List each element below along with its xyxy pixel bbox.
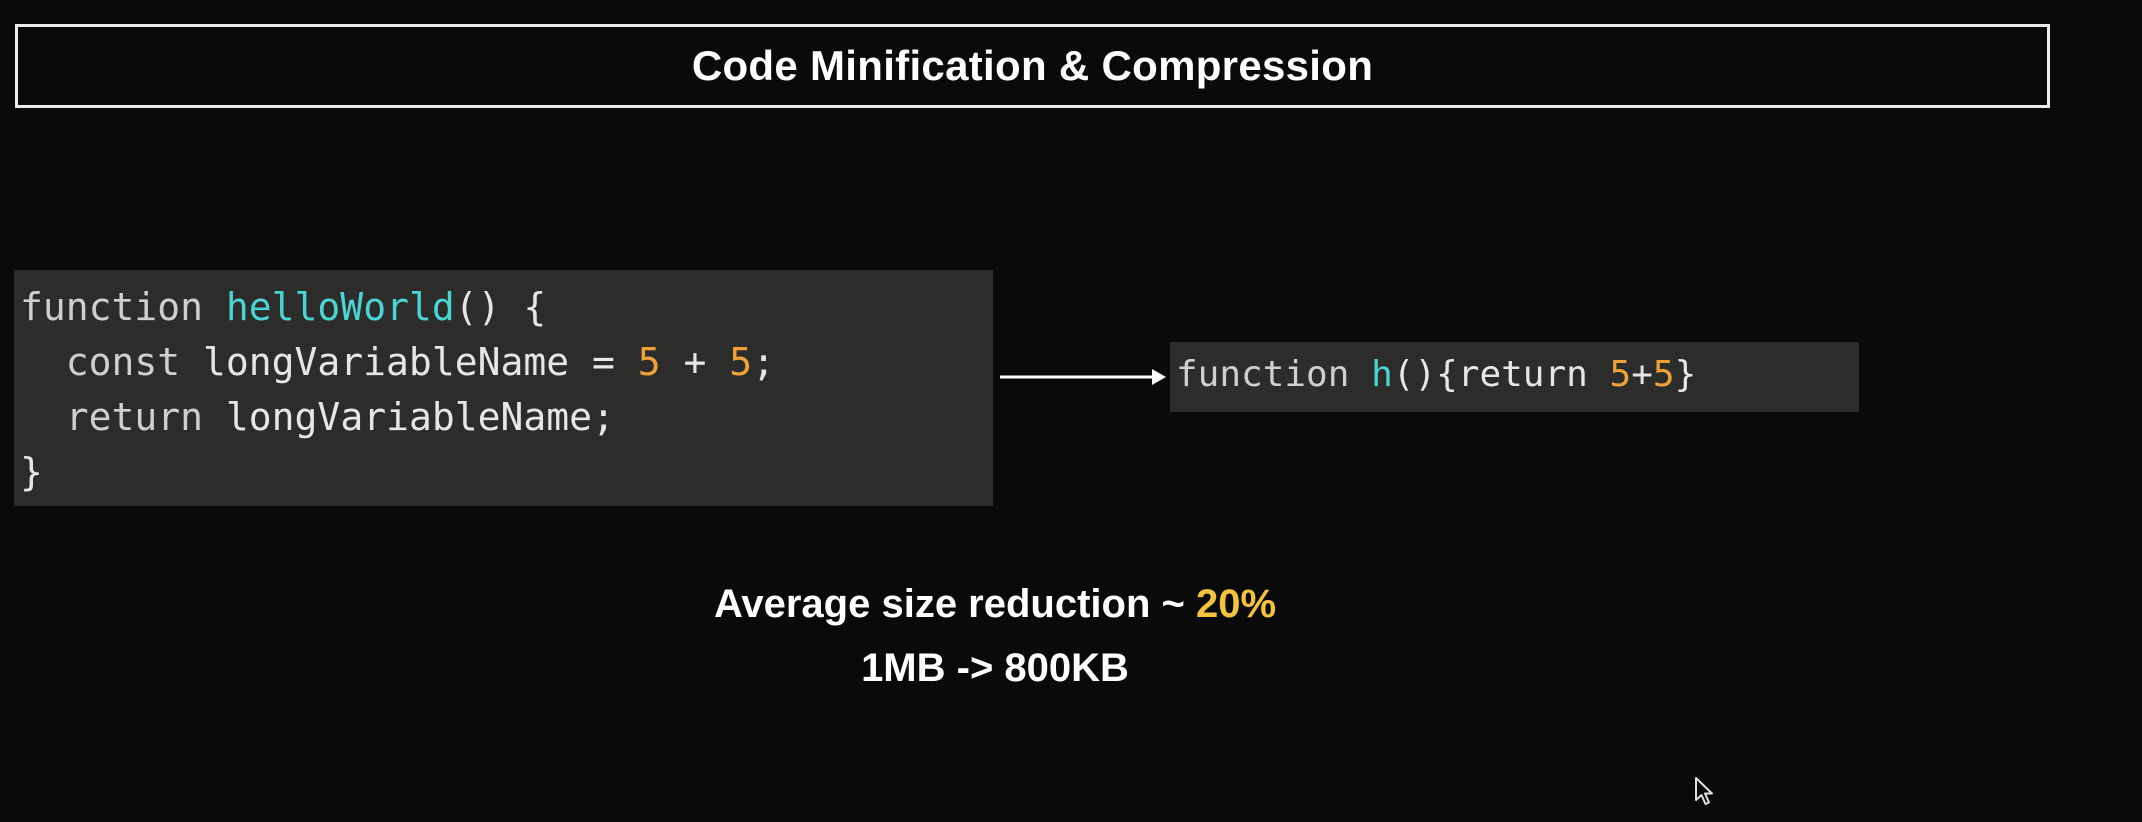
stats-block: Average size reduction ~ 20% 1MB -> 800K… [560, 572, 1430, 700]
right-arrow-icon [1000, 369, 1166, 385]
code-indent [20, 340, 66, 384]
code-function-name: h [1371, 354, 1393, 395]
code-text: } [1674, 354, 1697, 395]
code-operator: + [660, 340, 730, 384]
reduction-value: 20% [1195, 582, 1277, 626]
code-number: 5 [637, 340, 661, 384]
reduction-stat: Average size reduction ~ 20% [560, 572, 1430, 636]
code-function-name: helloWorld [225, 285, 455, 329]
code-text: longVariableName = [180, 340, 638, 384]
code-number: 5 [1609, 354, 1632, 395]
code-number: 5 [729, 340, 753, 384]
code-line-4: } [20, 445, 993, 500]
code-text: (){return [1392, 354, 1610, 395]
code-text: () { [454, 285, 547, 329]
reduction-label: Average size reduction ~ [713, 582, 1196, 626]
mouse-cursor-icon [1695, 777, 1713, 805]
code-line-1: function helloWorld() { [20, 280, 993, 335]
original-code-block: function helloWorld() { const longVariab… [14, 270, 993, 506]
code-operator: + [1631, 354, 1653, 395]
size-change-stat: 1MB -> 800KB [861, 646, 1129, 690]
title-banner: Code Minification & Compression [15, 24, 2050, 108]
code-keyword: return [65, 395, 204, 439]
code-line-3: return longVariableName; [20, 390, 993, 445]
code-text: } [20, 450, 43, 494]
code-indent [20, 395, 66, 439]
code-number: 5 [1652, 354, 1675, 395]
page-title: Code Minification & Compression [691, 42, 1374, 89]
minified-code-line: function h(){return 5+5} [1176, 350, 1859, 400]
code-text: longVariableName; [203, 395, 615, 439]
code-text: ; [752, 340, 776, 384]
code-keyword: function [20, 285, 204, 329]
code-line-2: const longVariableName = 5 + 5; [20, 335, 993, 390]
code-keyword: function [1176, 354, 1350, 395]
code-keyword: const [65, 340, 181, 384]
minified-code-block: function h(){return 5+5} [1170, 342, 1859, 412]
